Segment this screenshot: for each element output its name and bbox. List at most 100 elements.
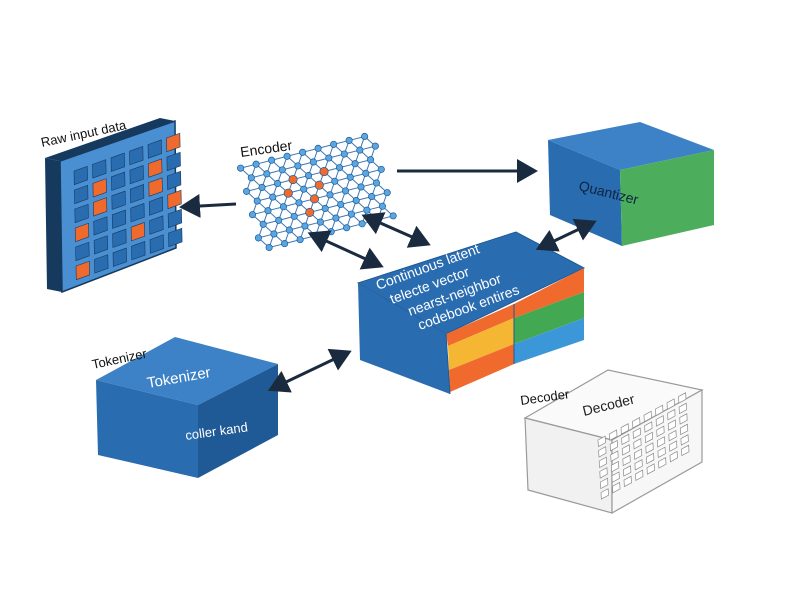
network-node — [268, 156, 276, 164]
network-node — [358, 220, 366, 228]
raw-input-cell — [93, 235, 109, 255]
decoder-grid-cell — [655, 415, 664, 427]
network-node — [332, 214, 340, 222]
decoder-grid-cell — [657, 446, 666, 459]
raw-input-cell — [149, 234, 164, 254]
network-node — [278, 166, 286, 174]
network-node — [248, 211, 257, 219]
latent-segment — [514, 268, 584, 318]
decoder-grid-cell — [668, 429, 677, 442]
latent-block: Continuous latent telecte vector nearst-… — [356, 231, 586, 395]
decoder-grid-cell — [679, 413, 688, 425]
decoder-grid-cell — [600, 477, 609, 490]
network-node — [247, 174, 255, 182]
raw-input-cell — [130, 222, 146, 242]
latent-segment — [514, 292, 584, 344]
network-node — [383, 189, 391, 197]
decoder-grid-cell — [646, 452, 655, 465]
decoder-grid-cell — [634, 458, 643, 471]
network-node — [330, 140, 338, 148]
raw-input-cell — [73, 165, 88, 186]
quantizer-box: Quantizer — [548, 122, 714, 246]
raw-input-cell — [112, 247, 127, 267]
decoder-grid-cell — [635, 469, 644, 481]
decoder-grid-cell — [669, 440, 678, 452]
tokenizer-box: Tokenizer coller kand — [96, 337, 278, 478]
network-node — [259, 220, 267, 228]
decoder-grid-cell — [681, 444, 690, 457]
network-node — [300, 185, 308, 193]
network-node — [331, 177, 339, 185]
raw-input-cell — [129, 184, 145, 204]
decoder-grid-cell — [656, 436, 666, 448]
decoder-grid-cell — [669, 450, 678, 463]
network-node — [327, 228, 335, 236]
raw-input-cell — [75, 241, 90, 262]
network-node — [314, 144, 322, 152]
raw-input-cell — [74, 222, 90, 243]
raw-input-cell — [148, 177, 163, 197]
network-node — [301, 222, 309, 230]
network-node — [254, 234, 262, 242]
network-node — [336, 164, 344, 172]
raw-input-cell — [75, 260, 90, 281]
raw-input-cell — [92, 197, 108, 217]
network-node — [378, 202, 386, 210]
network-node — [265, 243, 273, 252]
decoder-grid-cell — [622, 454, 631, 467]
raw-input-cell — [166, 132, 181, 153]
decoder-grid-cell — [609, 439, 618, 452]
latent-segment — [514, 318, 584, 364]
network-node — [362, 169, 370, 177]
network-node — [346, 173, 354, 181]
decoder-grid-cell — [611, 471, 620, 483]
raw-input-cell — [112, 228, 127, 248]
decoder-box: Decoder — [523, 369, 704, 515]
decoder-grid-cell — [667, 408, 676, 421]
decoder-label: Decoder — [519, 386, 570, 408]
network-node — [290, 212, 298, 220]
decoder-grid-cell — [609, 429, 618, 441]
network-node — [337, 200, 345, 209]
raw-input-cell — [129, 165, 144, 185]
network-node — [340, 150, 348, 158]
decoder-grid-cell — [678, 402, 687, 415]
raw-input-cell — [74, 203, 89, 224]
decoder-grid-cell — [644, 421, 653, 433]
decoder-grid-cell — [623, 465, 632, 477]
decoder-grid-cell — [599, 467, 608, 479]
decoder-grid-cell — [597, 435, 606, 448]
network-node — [242, 187, 251, 195]
network-node — [258, 183, 266, 191]
arrow-icon — [267, 348, 352, 393]
network-node — [294, 162, 302, 170]
network-node — [263, 170, 271, 178]
network-node — [281, 240, 289, 248]
raw-input-cell — [111, 171, 126, 191]
decoder-grid-cell — [666, 398, 675, 410]
network-node — [283, 188, 293, 198]
raw-input-panel — [45, 118, 183, 294]
network-node — [372, 179, 381, 187]
arrow-icon — [535, 218, 597, 252]
network-node — [316, 218, 324, 226]
network-node — [352, 196, 360, 205]
network-node — [299, 148, 307, 156]
decoder-grid-cell — [621, 444, 631, 456]
network-node — [389, 212, 397, 220]
raw-input-cell — [166, 170, 182, 191]
network-node — [305, 207, 315, 217]
network-node — [288, 174, 298, 185]
raw-input-cell — [129, 146, 144, 166]
raw-input-cell — [149, 215, 164, 235]
network-node — [252, 160, 260, 168]
network-node — [347, 210, 355, 218]
network-node — [273, 179, 282, 188]
decoder-grid-cell — [610, 450, 619, 462]
network-node — [296, 236, 304, 244]
network-node — [357, 183, 365, 191]
raw-input-cell — [94, 254, 109, 274]
network-node — [285, 226, 293, 234]
decoder-grid-cell — [678, 392, 687, 404]
decoder-grid-cell — [632, 427, 641, 439]
